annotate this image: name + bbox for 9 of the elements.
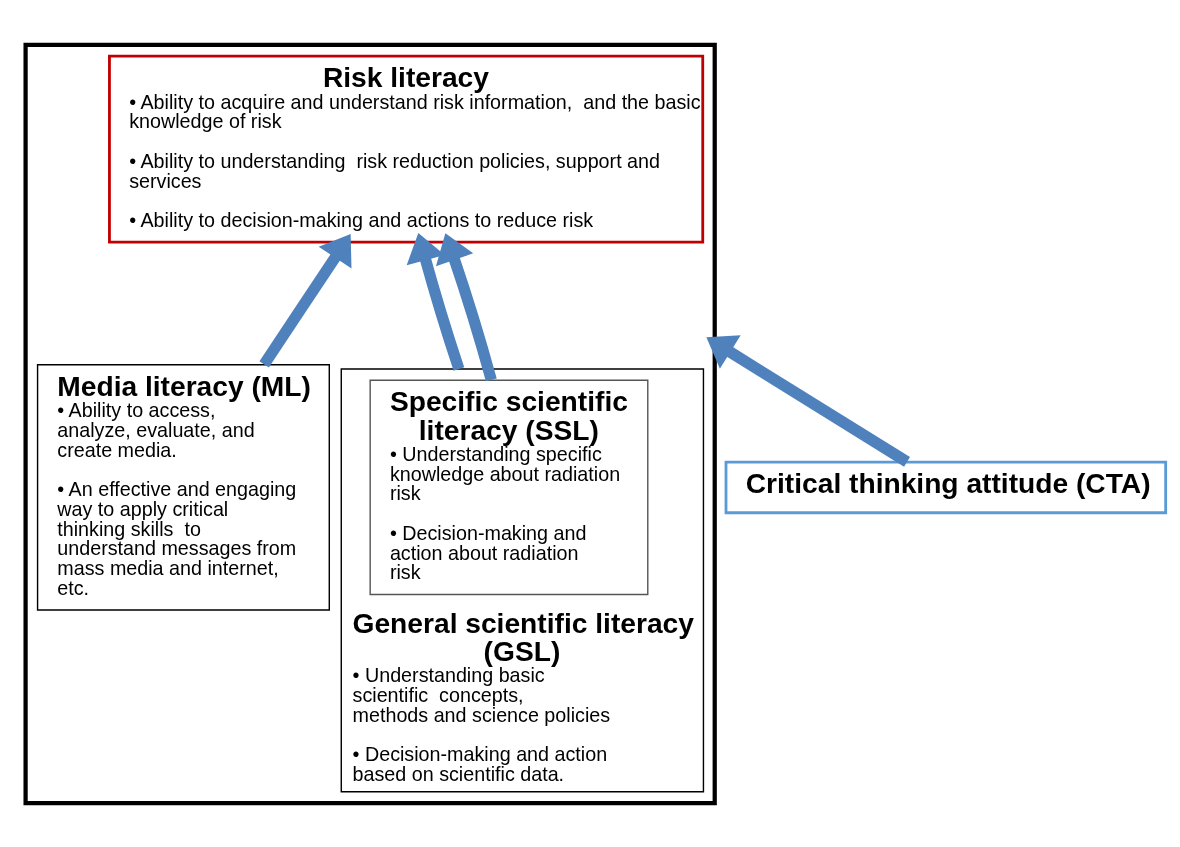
- arrow: [259, 233, 352, 368]
- node-box: Media literacy (ML) • Ability to access, analyze, evaluate, and create media. • An effective and engaging way to apply critical thinking skills to understand messages from mass media and internet, etc.: [36, 363, 330, 611]
- node-box: Specific scientific literacy (SSL) • Understanding specific knowledge about radiation risk • Decision-making and action about radiation risk: [369, 379, 649, 595]
- arrow: [406, 232, 465, 371]
- cluster: [23, 42, 717, 805]
- node-box: Critical thinking attitude (CTA): [724, 460, 1168, 514]
- arrow: [435, 232, 497, 381]
- arrow: [706, 334, 910, 467]
- node-box: Risk literacy • Ability to acquire and understand risk information, and the basic knowledge of risk • Ability to understanding risk reduction policies, support and services • Ability to decision-making and actions to reduce risk: [108, 54, 705, 244]
